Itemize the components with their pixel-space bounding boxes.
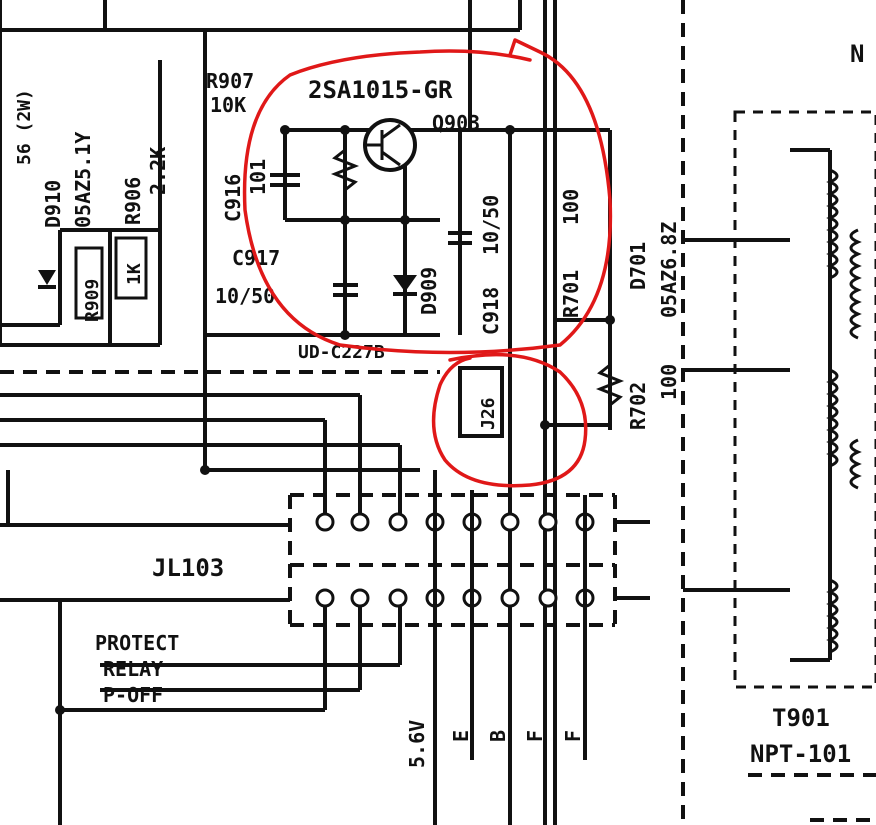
d909-ref-label: D909 (417, 267, 441, 315)
pin-bot-7 (538, 588, 558, 608)
relay-label: RELAY (103, 657, 163, 681)
left-top-value-label: 56 (2W) (14, 89, 35, 165)
connector-jl103-pins (315, 470, 650, 825)
r702-value-label: 100 (657, 364, 681, 400)
left-components (38, 236, 148, 320)
r701-ref-label: R701 (559, 270, 583, 318)
red-circle-large (242, 38, 613, 355)
r907-value-label: 10K (210, 93, 246, 117)
j26-label: J26 (478, 397, 499, 430)
d701-ref-label: D701 (626, 242, 650, 290)
d701-part-label: 05AZ6.8Z (657, 222, 681, 318)
pin-bot-3 (388, 588, 408, 608)
transistor-part-label: 2SA1015-GR (308, 76, 453, 104)
protect-label: PROTECT (95, 631, 179, 655)
r701-value-label: 100 (559, 189, 583, 225)
pin-b-label: B (486, 730, 510, 742)
pin-bot-1 (315, 588, 335, 608)
pin-5v6-label: 5.6V (405, 720, 429, 768)
poff-label: P-OFF (103, 683, 163, 707)
r906-ref-label: R906 (121, 177, 145, 225)
pin-f2-label: F (561, 730, 585, 742)
top-right-partial-label: N (850, 40, 864, 68)
pin-e-label: E (449, 730, 473, 742)
connector-label: JL103 (152, 554, 224, 582)
c916-ref-label: C916 (221, 174, 245, 222)
r906-value-label: 2.2K (146, 147, 170, 195)
pin-bot-6 (500, 588, 520, 608)
r909-ref-label: R909 (82, 279, 103, 322)
pin-top-7 (538, 512, 558, 532)
transformer-t901 (683, 110, 876, 689)
board-boundary (0, 0, 685, 825)
c918-ref-label: C918 (479, 287, 503, 335)
pin-top-6 (500, 512, 520, 532)
transistor-ref-label: Q903 (432, 111, 480, 135)
labels: 2SA1015-GR Q903 R907 10K C916 101 C917 1… (14, 40, 864, 768)
pin-top-2 (350, 512, 370, 532)
pin-f1-label: F (523, 730, 547, 742)
red-circle-small (431, 352, 588, 488)
bus-lines (0, 393, 420, 825)
r909-value-label: 1K (124, 263, 145, 285)
q903-circuit (55, 0, 625, 825)
npt-label: NPT-101 (750, 740, 851, 768)
r702-ref-label: R702 (626, 382, 650, 430)
pin-top-1 (315, 512, 335, 532)
pin-top-3 (388, 512, 408, 532)
d910-part-label: 05AZ5.1Y (71, 132, 95, 228)
c917-value-label: 10/50 (215, 284, 275, 308)
c918-value-label: 10/50 (479, 195, 503, 255)
red-annotation (242, 38, 613, 488)
pin-bot-2 (350, 588, 370, 608)
t901-label: T901 (772, 704, 830, 732)
left-wiring (0, 0, 522, 470)
r907-ref-label: R907 (206, 69, 254, 93)
c916-value-label: 101 (246, 159, 270, 195)
d910-ref-label: D910 (41, 180, 65, 228)
